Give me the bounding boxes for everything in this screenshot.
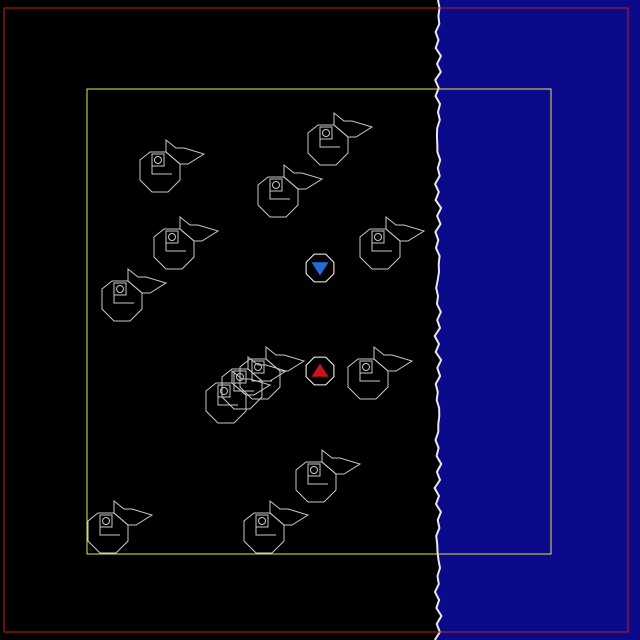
unit-glyph-icon[interactable] (359, 215, 426, 270)
map-boundary (3, 7, 629, 633)
unit-glyph-icon[interactable] (101, 267, 168, 322)
red-triangle-marker-icon[interactable] (305, 356, 335, 386)
blue-triangle-marker-icon[interactable] (305, 253, 335, 283)
camera-view-box (86, 88, 552, 555)
unit-glyph-icon[interactable] (307, 111, 374, 166)
unit-glyph-icon[interactable] (153, 215, 220, 270)
water-region (434, 0, 640, 640)
unit-glyph-icon[interactable] (295, 448, 362, 503)
shoreline (433, 0, 443, 640)
unit-glyph-icon[interactable] (139, 138, 206, 193)
unit-glyph-icon[interactable] (87, 499, 154, 554)
unit-glyph-icon[interactable] (221, 355, 288, 410)
unit-glyph-icon[interactable] (257, 163, 324, 218)
unit-glyph-icon[interactable] (243, 499, 310, 554)
unit-layer (87, 111, 426, 554)
marker-layer (305, 253, 335, 386)
unit-glyph-icon[interactable] (347, 345, 414, 400)
